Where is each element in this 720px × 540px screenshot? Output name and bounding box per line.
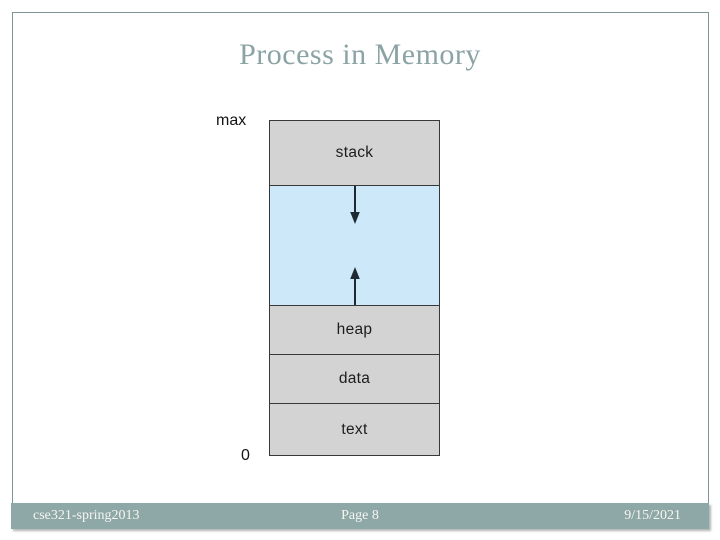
footer-course-label: cse321-spring2013 <box>33 508 140 523</box>
memory-segment-text: text <box>270 404 439 455</box>
heap-growth-up-arrow-icon <box>349 267 360 305</box>
memory-segment-hole <box>270 185 439 306</box>
segment-label: heap <box>336 320 373 338</box>
footer-page-number: Page 8 <box>341 508 379 523</box>
page-title: Process in Memory <box>239 38 481 71</box>
segment-label: data <box>338 369 371 387</box>
stack-growth-down-arrow-icon <box>349 185 360 224</box>
segment-label: text <box>341 420 368 438</box>
memory-segment-data: data <box>270 354 439 404</box>
memory-segment-heap: heap <box>270 306 439 355</box>
process-memory-diagram: stack heap data text <box>269 120 440 456</box>
footer-date: 9/15/2021 <box>624 508 681 523</box>
memory-segment-stack: stack <box>270 121 439 186</box>
max-address-label: max <box>216 112 247 129</box>
zero-address-label: 0 <box>241 447 250 464</box>
segment-label: stack <box>335 143 374 161</box>
footer-bar: cse321-spring2013 Page 8 9/15/2021 <box>11 503 709 529</box>
